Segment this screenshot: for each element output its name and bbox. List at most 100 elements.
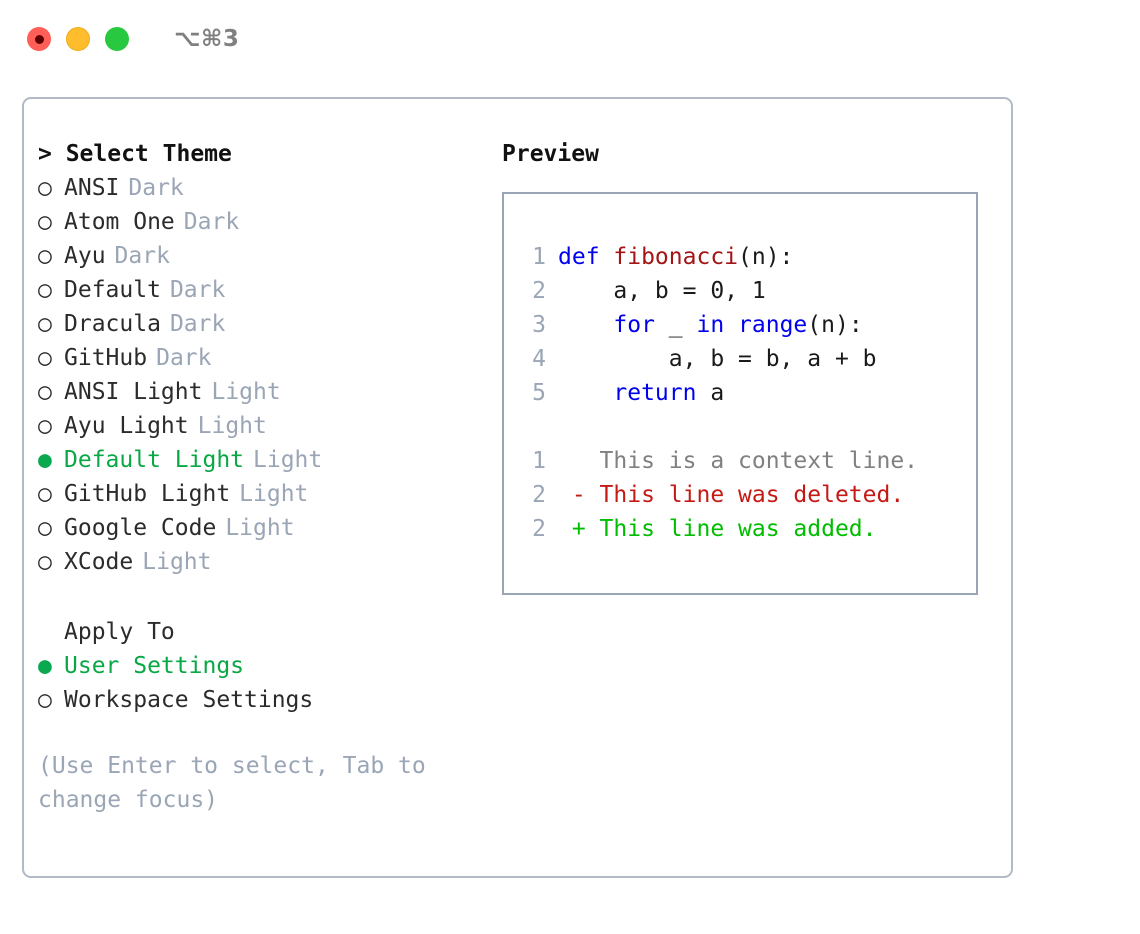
preview-heading: Preview [502,141,599,167]
radio-unselected-icon[interactable]: ○ [38,243,52,269]
theme-name-label: Google Code [64,515,217,541]
theme-name-label: ANSI Light [64,379,203,405]
theme-category-label: Dark [169,311,226,337]
theme-list-item[interactable]: ○ ANSI Dark [38,171,488,205]
theme-category-label: Light [211,379,281,405]
spacer [518,410,976,444]
theme-name-label: GitHub Light [64,481,231,507]
diff-line: 2 - This line was deleted. [518,478,976,512]
theme-list-item[interactable]: ● Default Light Light [38,443,488,477]
radio-unselected-icon[interactable]: ○ [38,175,52,201]
theme-name-label: Default [64,277,161,303]
code-line: 3 for _ in range(n): [518,308,976,342]
diff-line: 2 + This line was added. [518,512,976,546]
line-number: 3 [532,312,546,338]
line-number: 2 [532,482,546,508]
theme-name-label: GitHub [64,345,148,371]
line-number: 5 [532,380,546,406]
code-token: range [738,312,808,338]
maximize-button[interactable] [105,27,129,51]
diff-line: 1 This is a context line. [518,444,976,478]
radio-unselected-icon[interactable]: ○ [38,379,52,405]
radio-unselected-icon[interactable]: ○ [38,481,52,507]
theme-list-item[interactable]: ○ Google Code Light [38,511,488,545]
line-number: 2 [532,278,546,304]
code-text: return a [558,376,724,410]
theme-name-label: Default Light [64,447,245,473]
code-text: a, b = 0, 1 [558,274,766,308]
code-token: (n): [738,244,794,270]
code-line: 1 def fibonacci(n): [518,240,976,274]
code-text: def fibonacci(n): [558,240,793,274]
theme-list-item[interactable]: ○ GitHub Light Light [38,477,488,511]
line-number: 2 [532,516,546,542]
apply-to-item[interactable]: ○ Workspace Settings [38,683,488,717]
line-number: 1 [532,448,546,474]
code-token: a, b = b, a + b [558,346,877,372]
apply-to-label: Workspace Settings [64,687,314,713]
diff-text: This is a context line. [558,448,919,474]
minimize-button[interactable] [66,27,90,51]
theme-category-label: Dark [128,175,184,201]
close-icon [34,34,44,44]
apply-to-list[interactable]: ●User Settings ○ Workspace Settings [38,649,488,717]
theme-list-item[interactable]: ○ ANSI Light Light [38,375,488,409]
diff-text: + This line was added. [558,516,877,542]
code-line: 5 return a [518,376,976,410]
theme-name-label: Ayu [64,243,106,269]
code-token [724,312,738,338]
code-token: def [558,244,614,270]
line-number: 1 [532,244,546,270]
theme-name-label: XCode [64,549,134,575]
radio-unselected-icon[interactable]: ○ [38,549,52,575]
apply-to-item[interactable]: ●User Settings [38,649,488,683]
theme-category-label: Dark [156,345,212,371]
keyboard-hint-text: (Use Enter to select, Tab to change focu… [38,753,426,813]
theme-category-label: Light [239,481,309,507]
code-token: for [613,312,655,338]
close-button[interactable] [27,27,51,51]
apply-to-heading: Apply To [64,619,175,645]
code-text: a, b = b, a + b [558,342,877,376]
code-token [558,312,613,338]
diff-text: - This line was deleted. [558,482,905,508]
code-line: 2 a, b = 0, 1 [518,274,976,308]
code-token: a [696,380,725,406]
theme-name-label: Ayu Light [64,413,189,439]
radio-selected-icon[interactable]: ● [38,653,52,679]
radio-unselected-icon[interactable]: ○ [38,413,52,439]
code-token: in [696,312,725,338]
radio-selected-icon[interactable]: ● [38,447,52,473]
radio-unselected-icon[interactable]: ○ [38,345,52,371]
theme-list-item[interactable]: ○ GitHub Dark [38,341,488,375]
theme-name-label: ANSI [64,175,120,201]
code-token [558,380,613,406]
theme-category-label: Light [225,515,295,541]
spacer [38,579,488,615]
code-line: 4 a, b = b, a + b [518,342,976,376]
theme-category-label: Light [253,447,323,473]
radio-unselected-icon[interactable]: ○ [38,515,52,541]
radio-unselected-icon[interactable]: ○ [38,209,52,235]
code-text: for _ in range(n): [558,308,863,342]
title-bar: ⌥⌘3 [0,0,1140,78]
code-token: a, b = 0, 1 [558,278,766,304]
radio-unselected-icon[interactable]: ○ [38,311,52,337]
code-token: (n): [807,312,863,338]
theme-name-label: Atom One [64,209,175,235]
radio-unselected-icon[interactable]: ○ [38,277,52,303]
radio-unselected-icon[interactable]: ○ [38,687,52,713]
code-token: return [613,380,697,406]
code-token: fibonacci [613,244,739,270]
line-number: 4 [532,346,546,372]
